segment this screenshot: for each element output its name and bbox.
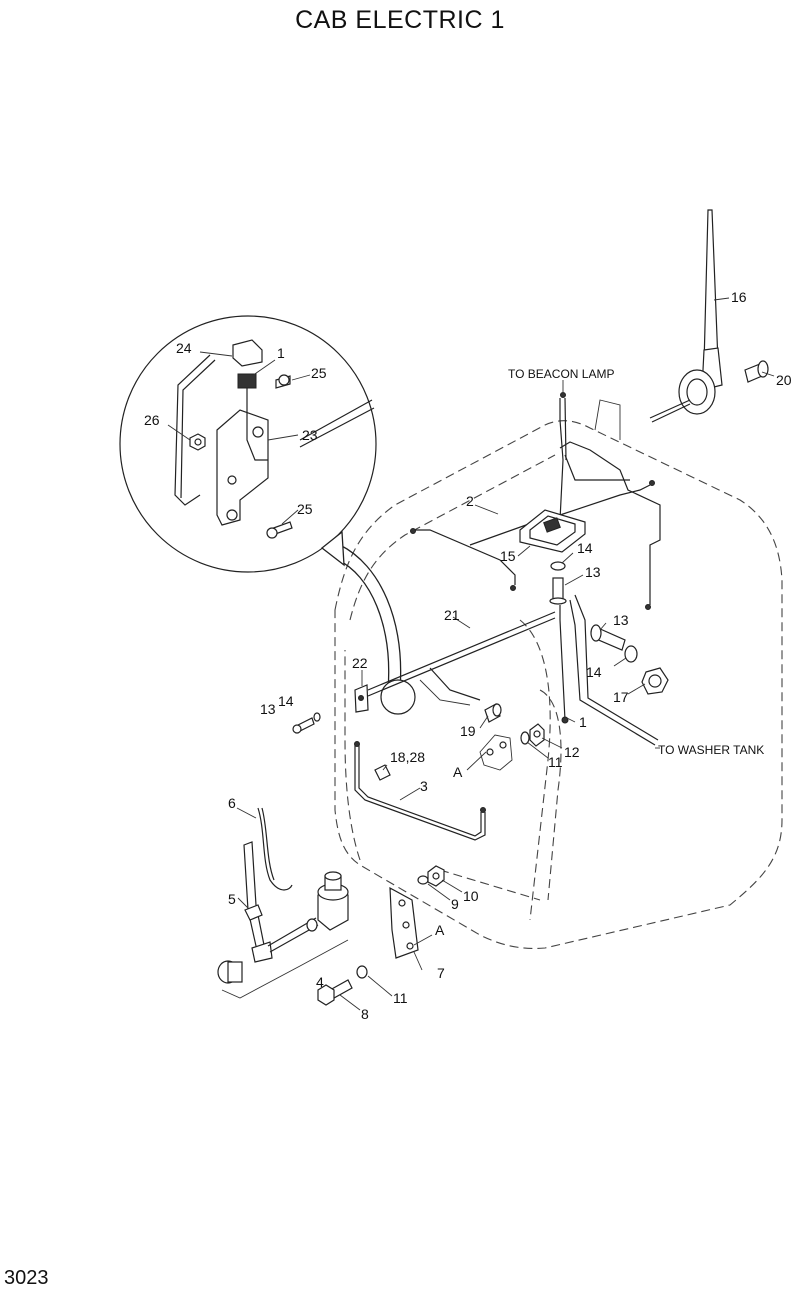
callout-A-lower: A — [435, 922, 445, 938]
callout-25-bottom: 25 — [297, 501, 313, 517]
nut-17 — [641, 667, 669, 695]
callout-13-top: 13 — [585, 564, 601, 580]
note-to-washer-tank: TO WASHER TANK — [658, 743, 764, 757]
callout-12: 12 — [564, 744, 580, 760]
callout-21: 21 — [444, 607, 460, 623]
bracket-23 — [216, 409, 269, 526]
harness-2 — [410, 392, 661, 610]
callout-11-bottom: 11 — [393, 990, 408, 1006]
callout-9: 9 — [451, 896, 459, 912]
callout-20: 20 — [776, 372, 792, 388]
harness-21 — [367, 611, 556, 706]
callout-3: 3 — [420, 778, 428, 794]
callout-A-upper: A — [453, 764, 463, 780]
page-number: 3023 — [4, 1267, 49, 1289]
diagram-title: CAB ELECTRIC 1 — [295, 6, 505, 34]
callout-14-right: 14 — [586, 664, 602, 680]
screw-13-left — [292, 717, 315, 734]
switch-1 — [237, 373, 257, 389]
callout-2: 2 — [466, 493, 474, 509]
cab-outline — [334, 399, 783, 949]
note-to-beacon-lamp: TO BEACON LAMP — [508, 367, 614, 381]
callout-5: 5 — [228, 891, 236, 907]
callout-15: 15 — [500, 548, 516, 564]
washer-11-bottom — [356, 965, 368, 979]
callout-11-top: 11 — [548, 754, 563, 770]
bolt-8 — [317, 979, 353, 1006]
callout-14-top: 14 — [577, 540, 593, 556]
fitting-13-right — [590, 624, 626, 651]
bolt-20 — [744, 360, 769, 383]
callout-6: 6 — [228, 795, 236, 811]
callout-22: 22 — [352, 655, 368, 671]
callout-1-detail: 1 — [277, 345, 285, 361]
bracket-4-line — [221, 939, 349, 999]
callout-26: 26 — [144, 412, 160, 428]
nut-12 — [529, 723, 545, 747]
callout-25-top: 25 — [311, 365, 327, 381]
callout-17: 17 — [613, 689, 629, 705]
callout-10: 10 — [463, 888, 479, 904]
callout-13-right: 13 — [613, 612, 629, 628]
nut-10 — [427, 865, 445, 887]
detail-circle — [119, 315, 377, 573]
callout-7: 7 — [437, 965, 445, 981]
callout-24: 24 — [176, 340, 192, 356]
callout-4: 4 — [316, 974, 324, 990]
connector-24 — [232, 339, 263, 367]
washer-9 — [417, 875, 429, 885]
beacon-switch-15 — [519, 509, 586, 553]
callout-19: 19 — [460, 723, 476, 739]
callout-16: 16 — [731, 289, 747, 305]
knob-4 — [217, 960, 243, 984]
hose-fitting-13-top — [549, 577, 567, 605]
washer-14-right — [624, 645, 638, 663]
callout-8: 8 — [361, 1006, 369, 1022]
detail-harness-24 — [174, 354, 211, 506]
callout-18-28: 18,28 — [390, 749, 425, 765]
hinge-plate-A — [479, 734, 513, 771]
washer-14-left — [313, 712, 321, 722]
leader-lines — [236, 297, 775, 1011]
fitting-19 — [484, 703, 502, 723]
washer-14-top — [550, 561, 566, 571]
lever-5 — [243, 841, 273, 963]
callout-23: 23 — [302, 427, 318, 443]
callout-14-left: 14 — [278, 693, 294, 709]
bracket-7 — [389, 886, 419, 959]
pivot-bracket-4 — [267, 871, 349, 953]
bracket-22 — [354, 684, 369, 713]
harness-3 — [354, 741, 486, 841]
washer-hose — [559, 594, 659, 746]
clip-18-28 — [374, 764, 391, 781]
antenna-16 — [649, 209, 723, 423]
cable-6 — [257, 807, 293, 891]
detail-view — [119, 315, 377, 573]
callout-1-main: 1 — [579, 714, 587, 730]
callout-13-left: 13 — [260, 701, 276, 717]
washer-11-top — [520, 731, 530, 745]
detail-callout-arrow — [320, 530, 416, 715]
